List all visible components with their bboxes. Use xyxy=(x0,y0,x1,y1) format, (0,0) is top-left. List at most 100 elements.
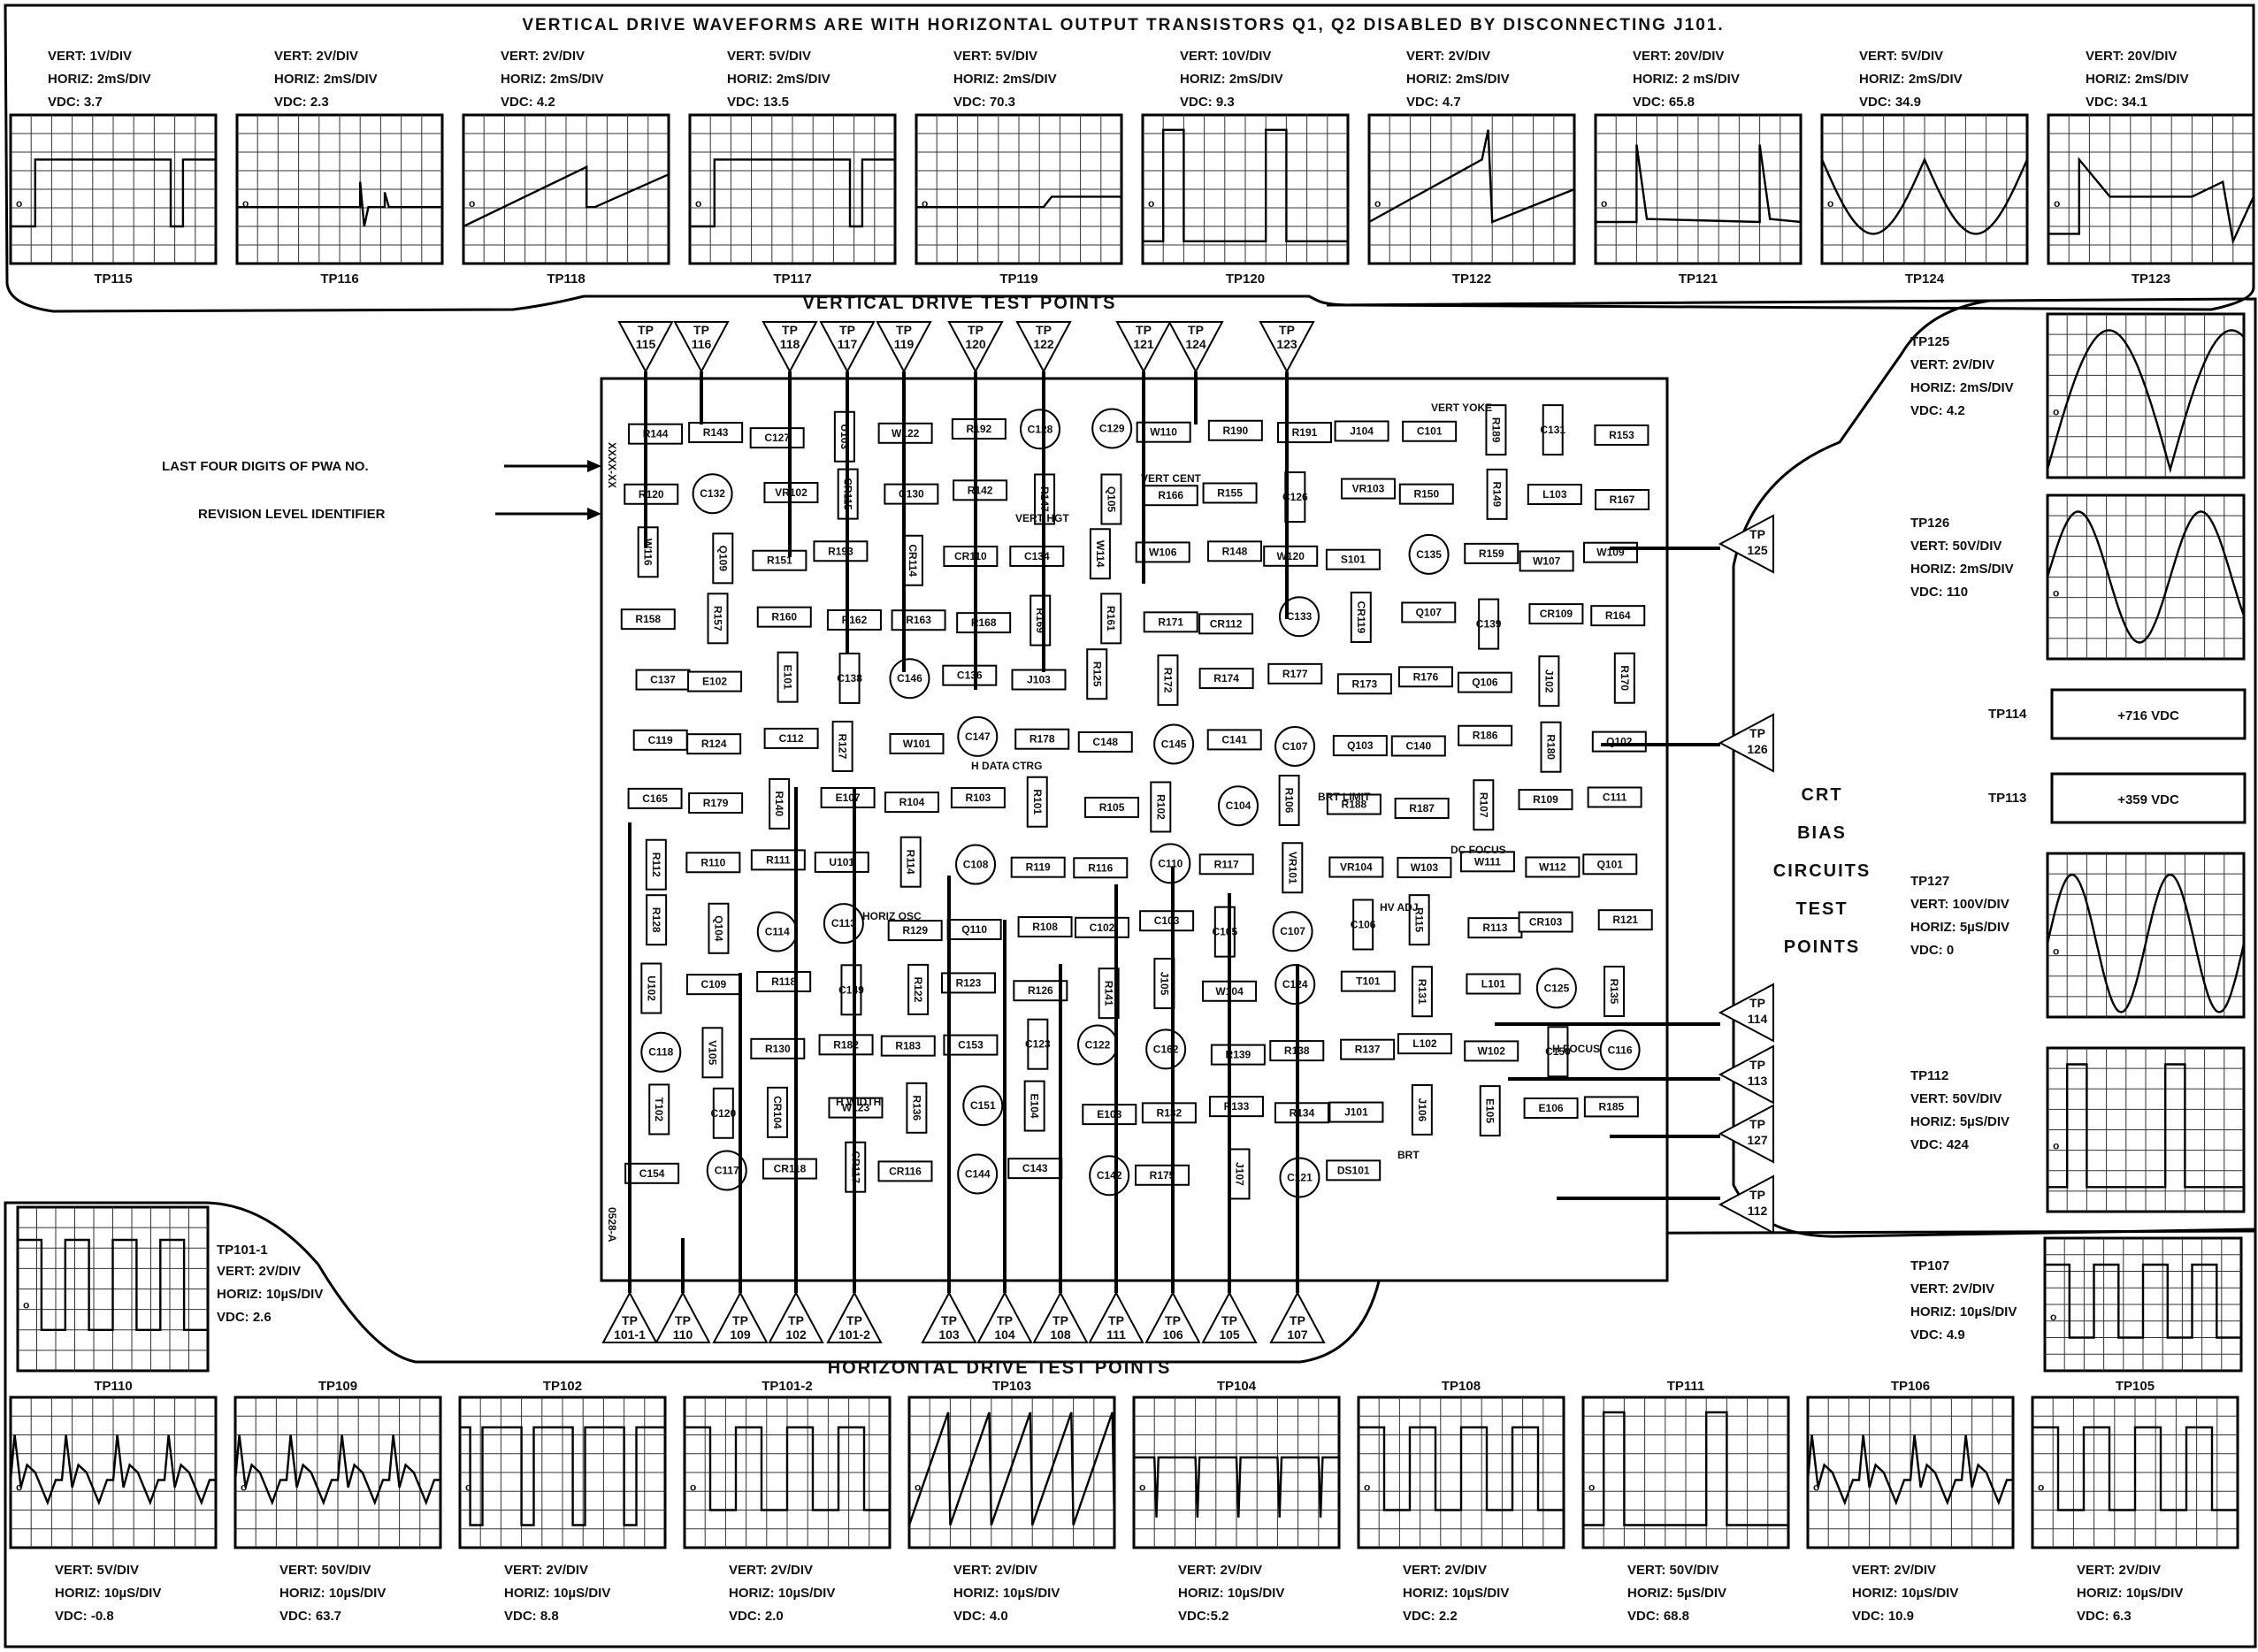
vdc-reading: VDC: 4.2 xyxy=(501,95,555,110)
scope-tp-label: TP103 xyxy=(992,1379,1031,1394)
scope-tp110: o xyxy=(9,1396,218,1549)
ground-marker: o xyxy=(16,197,22,210)
component-w107: W107 xyxy=(1519,550,1574,572)
component-label: R166 xyxy=(1158,489,1183,501)
scope-tp-label: TP109 xyxy=(318,1379,357,1394)
component-r129: R129 xyxy=(887,920,943,942)
vert-setting: VERT: 2V/DIV xyxy=(504,1563,588,1578)
horiz-setting: HORIZ: 2mS/DIV xyxy=(2086,72,2189,87)
component-body xyxy=(1198,853,1254,876)
component-label: R193 xyxy=(828,545,853,557)
test-point-marker xyxy=(1201,1290,1258,1343)
tp-right-126: TP126 xyxy=(1718,713,1774,773)
component-body xyxy=(826,609,882,631)
scope-grid xyxy=(235,1397,440,1548)
component-r167: R167 xyxy=(1595,489,1650,511)
vert-setting: VERT: 1V/DIV xyxy=(48,49,132,64)
waveform-trace xyxy=(1143,128,1348,243)
component-label: C154 xyxy=(639,1167,665,1180)
component-c122: C122 xyxy=(1077,1024,1119,1066)
test-point-marker xyxy=(1088,1290,1144,1343)
component-label: R141 xyxy=(1103,981,1115,1006)
component-label: R174 xyxy=(1213,672,1239,685)
horiz-setting: HORIZ: 5µS/DIV xyxy=(1627,1586,1726,1601)
component-label: C147 xyxy=(965,730,991,743)
component-label: R151 xyxy=(767,554,792,567)
scope-tp108: o xyxy=(1357,1396,1565,1549)
vdc-reading: VDC: 34.1 xyxy=(2086,95,2147,110)
component-r151: R151 xyxy=(752,549,808,571)
capacitor-body xyxy=(1145,1029,1187,1070)
waveform-trace xyxy=(2043,1263,2241,1339)
component-label: C135 xyxy=(1416,548,1442,561)
test-point-marker xyxy=(1718,1044,1774,1105)
component-body xyxy=(1210,1044,1266,1066)
tp-prefix: TP xyxy=(1188,323,1204,337)
tp-prefix: TP xyxy=(896,323,912,337)
vdc-reading: VDC: 424 xyxy=(1910,1137,1970,1152)
component-label: R122 xyxy=(912,977,924,1003)
component-body xyxy=(620,608,676,631)
component-r170: R170 xyxy=(1613,652,1635,704)
component-label: J104 xyxy=(1350,424,1374,437)
component-c150: C150 xyxy=(1545,1026,1571,1078)
component-label: C162 xyxy=(1153,1043,1179,1055)
vdc-reading: VDC: 4.7 xyxy=(1406,95,1461,110)
component-label: CR112 xyxy=(1210,617,1243,630)
component-label: CR114 xyxy=(907,544,919,577)
component-body xyxy=(1540,721,1562,773)
board-code-1: XXXX-XX xyxy=(606,442,618,488)
component-r114: R114 xyxy=(899,836,922,888)
component-label: CR109 xyxy=(1540,608,1573,620)
scope-tp116: o xyxy=(235,113,444,265)
component-label: T102 xyxy=(653,1098,665,1122)
component-body xyxy=(877,1160,933,1182)
component-c162: C162 xyxy=(1145,1029,1187,1070)
component-r191: R191 xyxy=(1276,422,1332,444)
component-cr114: CR114 xyxy=(901,534,923,586)
probe-wires xyxy=(628,371,1720,1293)
test-point-marker xyxy=(876,321,932,374)
horiz-setting: HORIZ: 2mS/DIV xyxy=(1180,72,1283,87)
component-c127: C127 xyxy=(749,427,805,449)
vdc-reading: VDC: 63.7 xyxy=(279,1609,341,1624)
component-r122: R122 xyxy=(907,963,930,1015)
component-label: C118 xyxy=(648,1046,673,1059)
component-label: R140 xyxy=(773,792,785,817)
component-label: R109 xyxy=(1533,793,1558,806)
vdc-reading: VDC: -0.8 xyxy=(55,1609,114,1624)
capacitor-body xyxy=(706,1150,747,1191)
scope-tp-label: TP127 xyxy=(1910,874,1949,889)
tp-prefix: TP xyxy=(1279,323,1295,337)
waveform-trace xyxy=(460,1426,665,1526)
component-r113: R113 xyxy=(1467,917,1523,939)
capacitor-body xyxy=(692,473,733,515)
horiz-setting: HORIZ: 10µS/DIV xyxy=(217,1287,323,1302)
component-body xyxy=(750,849,806,871)
component-body xyxy=(820,786,876,808)
component-q107: Q107 xyxy=(1401,601,1457,623)
component-label: R116 xyxy=(1088,861,1113,874)
horiz-setting: HORIZ: 10µS/DIV xyxy=(1852,1586,1958,1601)
component-label: R137 xyxy=(1355,1044,1381,1056)
scope-tp102: o xyxy=(458,1396,667,1549)
component-r169: R169 xyxy=(1029,594,1052,646)
component-label: C148 xyxy=(1092,736,1118,748)
component-c140: C140 xyxy=(1390,735,1446,757)
component-body xyxy=(1613,652,1635,704)
component-q104: Q104 xyxy=(708,902,730,954)
component-r131: R131 xyxy=(1411,966,1433,1018)
component-c138: C138 xyxy=(837,652,862,704)
capacitor-body xyxy=(889,658,930,700)
scope-tp105: o xyxy=(2031,1396,2239,1549)
waveform-trace xyxy=(1134,1456,1339,1518)
test-point-marker xyxy=(601,1290,658,1343)
component-label: R121 xyxy=(1612,914,1638,926)
component-c143: C143 xyxy=(1007,1158,1063,1180)
component-body xyxy=(708,902,730,954)
horiz-setting: HORIZ: 2mS/DIV xyxy=(501,72,604,87)
component-label: C134 xyxy=(1024,550,1050,562)
dc-reading-value: +716 VDC xyxy=(2117,708,2179,723)
dc-reading-box xyxy=(2050,688,2247,740)
